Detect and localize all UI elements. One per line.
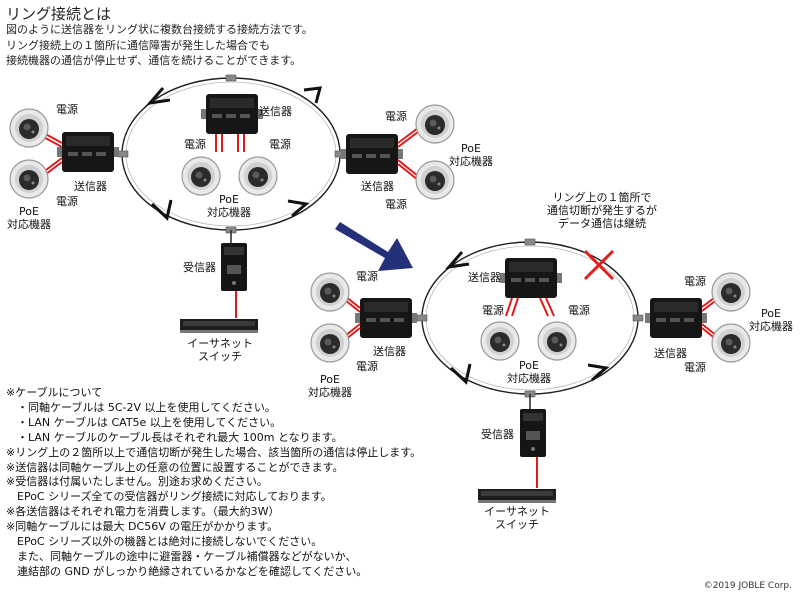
intro-line: リング接続上の１箇所に通信障害が発生した場合でも xyxy=(6,38,270,52)
power-label: 電源 xyxy=(56,195,78,208)
right-top-cameras xyxy=(480,321,577,361)
note-line: ※送信器は同軸ケーブル上の任意の位置に設置することができます。 xyxy=(6,460,344,474)
transmitter-label: 送信器 xyxy=(74,180,107,193)
right-ethernet-switch xyxy=(478,489,556,503)
copyright: ©2019 JOBLE Corp. xyxy=(703,581,792,591)
power-label: 電源 xyxy=(684,361,706,374)
note-line: ※ケーブルについて xyxy=(6,386,103,399)
right-left-transmitter xyxy=(339,291,417,345)
transmitter-label: 送信器 xyxy=(468,271,501,284)
intro-line: 接続機器の通信が停止せず、通信を続けることができます。 xyxy=(6,54,302,67)
transmitter-label: 送信器 xyxy=(654,347,687,360)
power-label: 電源 xyxy=(56,103,78,116)
fault-x-icon xyxy=(583,249,615,281)
note-line: ・同軸ケーブルは 5C-2V 以上を使用してください。 xyxy=(6,400,276,414)
power-label: 電源 xyxy=(385,198,407,211)
intro-text: 図のように送信器をリング状に複数台接続する接続方法です。 リング接続上の１箇所に… xyxy=(6,22,313,69)
power-label: 電源 xyxy=(356,360,378,373)
note-line: ・LAN ケーブルは CAT5e 以上を使用してください。 xyxy=(6,415,282,429)
transmitter-label: 送信器 xyxy=(259,105,292,118)
receiver-label: 受信器 xyxy=(183,261,216,274)
note-line: ・LAN ケーブルのケーブル長はそれぞれ最大 100m となります。 xyxy=(6,430,343,444)
right-right-transmitter xyxy=(645,291,723,345)
right-top-transmitter xyxy=(500,258,562,317)
transmitter-label: 送信器 xyxy=(361,180,394,193)
intro-line: 図のように送信器をリング状に複数台接続する接続方法です。 xyxy=(6,23,313,36)
right-left-cameras xyxy=(310,272,350,363)
note-line: EPoC シリーズ以外の機器とは絶対に接続しないでください。 xyxy=(6,535,323,549)
left-top-transmitter xyxy=(201,94,263,152)
left-top-cameras xyxy=(181,156,278,196)
note-line: ※受信器は付属いたしません。別途お求めください。 xyxy=(6,475,268,489)
power-label: 電源 xyxy=(385,110,407,123)
power-label: 電源 xyxy=(482,304,504,317)
ethernet-switch-label: イーサネットスイッチ xyxy=(187,337,253,363)
fault-note: リング上の１箇所で通信切断が発生するがデータ通信は継続 xyxy=(547,191,657,230)
page-title: リング接続とは xyxy=(6,5,112,23)
transition-arrow xyxy=(335,222,413,271)
power-label: 電源 xyxy=(568,304,590,317)
note-line: 連結部の GND がしっかり絶縁されているかなどを確認してください。 xyxy=(6,564,368,578)
receiver-label: 受信器 xyxy=(481,428,514,441)
left-right-transmitter xyxy=(341,127,419,181)
power-label: 電源 xyxy=(356,270,378,283)
power-label: 電源 xyxy=(269,138,291,151)
power-label: 電源 xyxy=(184,138,206,151)
note-line: EPoC シリーズ全ての受信器がリング接続に対応しております。 xyxy=(6,490,332,504)
right-receiver xyxy=(520,394,546,488)
note-line: ※リング上の２箇所以上で通信切断が発生した場合、該当箇所の通信は停止します。 xyxy=(6,445,422,459)
transmitter-label: 送信器 xyxy=(373,345,406,358)
power-label: 電源 xyxy=(684,275,706,288)
note-line: ※同軸ケーブルには最大 DC56V の電圧がかかります。 xyxy=(6,520,279,534)
left-left-cameras xyxy=(9,108,49,199)
note-line: また、同軸ケーブルの途中に避雷器・ケーブル補償器などがないか、 xyxy=(6,549,357,563)
notes-list: ※ケーブルについて ・同軸ケーブルは 5C-2V 以上を使用してください。 ・L… xyxy=(6,386,421,580)
left-left-transmitter xyxy=(37,129,119,181)
ethernet-switch-label: イーサネットスイッチ xyxy=(484,505,550,531)
left-ethernet-switch xyxy=(180,319,258,333)
note-line: ※各送信器はそれぞれ電力を消費します。（最大約3W） xyxy=(6,505,280,519)
left-receiver xyxy=(221,230,247,318)
